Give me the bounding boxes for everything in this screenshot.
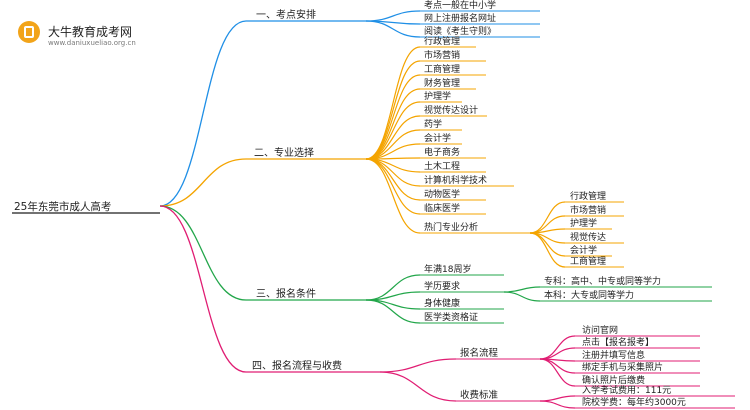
branch-1-label: 一、考点安排	[256, 8, 316, 21]
leaf-connector	[365, 158, 421, 234]
branch-4-node: 收费标准	[460, 389, 499, 401]
branch-2-leaf: 电子商务	[424, 146, 460, 158]
hot-major-leaf: 护理学	[570, 217, 597, 229]
leaf-connector	[539, 400, 576, 409]
branch-3-leaf: 医学类资格证	[424, 311, 478, 323]
leaf-connector	[539, 347, 576, 360]
branch-1-leaf: 考点一般在中小学	[424, 0, 496, 11]
branch-2-leaf: 土木工程	[424, 160, 460, 172]
leaf-connector	[365, 74, 421, 160]
branch-4-node: 报名流程	[460, 347, 499, 359]
branch-3-leaf: 身体健康	[424, 297, 460, 309]
leaf-connector	[365, 10, 421, 22]
fee-leaf: 入学考试费用：111元	[582, 384, 671, 396]
branch-1-leaf: 网上注册报名网址	[424, 12, 496, 24]
branch-2-leaf: 工商管理	[424, 63, 460, 75]
leaf-connector	[529, 232, 566, 257]
watermark-logo: 大牛教育成考网 www.daniuxueliao.org.cn	[8, 12, 148, 47]
branch-2-leaf: 行政管理	[424, 35, 460, 47]
branch-2-leaf: 动物医学	[424, 188, 460, 200]
leaf-connector	[503, 286, 541, 293]
branch-2-leaf: 视觉传达设计	[424, 104, 478, 116]
leaf-connector	[365, 20, 421, 38]
book-icon	[18, 21, 40, 43]
leaf-connector	[379, 358, 457, 373]
branch-1-leaf: 阅读《考生守则》	[424, 25, 496, 37]
watermark-name: 大牛教育成考网	[48, 25, 133, 39]
leaf-connector	[365, 60, 421, 160]
leaf-connector	[539, 358, 576, 387]
process-step-leaf: 访问官网	[582, 324, 618, 336]
branch-connector	[159, 20, 247, 207]
branch-2-leaf: 会计学	[424, 132, 451, 144]
leaf-connector	[529, 201, 566, 234]
leaf-connector	[503, 291, 541, 302]
watermark-url: www.daniuxueliao.org.cn	[48, 39, 136, 47]
branch-connector	[159, 158, 247, 207]
leaf-connector	[365, 299, 421, 324]
branch-2-leaf: 市场营销	[424, 49, 460, 61]
hot-major-leaf: 市场营销	[570, 204, 606, 216]
branch-2-leaf: 护理学	[424, 90, 451, 102]
branch-connector	[159, 205, 247, 373]
leaf-connector	[365, 88, 421, 160]
branch-2-leaf: 计算机科学技术	[424, 174, 487, 186]
branch-2-leaf: 药学	[424, 118, 442, 130]
leaf-connector	[365, 158, 421, 215]
branch-3-leaf: 年满18周岁	[424, 263, 471, 275]
leaf-connector	[539, 395, 576, 402]
process-step-leaf: 注册并填写信息	[582, 349, 645, 361]
root-node-label: 25年东莞市成人高考	[14, 200, 111, 213]
leaf-connector	[365, 46, 421, 160]
process-step-leaf: 绑定手机与采集照片	[582, 361, 663, 373]
hot-majors-label: 热门专业分析	[424, 221, 478, 233]
branch-4-label: 四、报名流程与收费	[252, 359, 342, 372]
hot-major-leaf: 视觉传达	[570, 231, 606, 243]
leaf-connector	[379, 371, 457, 402]
branch-2-leaf: 临床医学	[424, 202, 460, 214]
branch-2-label: 二、专业选择	[254, 146, 314, 159]
branch-3-leaf: 学历要求	[424, 280, 460, 292]
leaf-connector	[539, 335, 576, 360]
fee-leaf: 院校学费：每年约3000元	[582, 396, 686, 408]
hot-major-leaf: 工商管理	[570, 255, 606, 267]
process-step-leaf: 点击【报名报考】	[582, 336, 654, 348]
education-requirement-leaf: 专科：高中、中专或同等学力	[544, 275, 661, 287]
hot-major-leaf: 行政管理	[570, 190, 606, 202]
leaf-connector	[529, 232, 566, 268]
branch-connector	[159, 205, 247, 301]
process-step-leaf: 确认照片后缴费	[582, 374, 645, 386]
hot-major-leaf: 会计学	[570, 244, 597, 256]
branch-2-leaf: 财务管理	[424, 77, 460, 89]
leaf-connector	[529, 228, 566, 234]
education-requirement-leaf: 本科：大专或同等学力	[544, 289, 634, 301]
leaf-connector	[365, 158, 421, 187]
branch-3-label: 三、报名条件	[256, 287, 316, 300]
